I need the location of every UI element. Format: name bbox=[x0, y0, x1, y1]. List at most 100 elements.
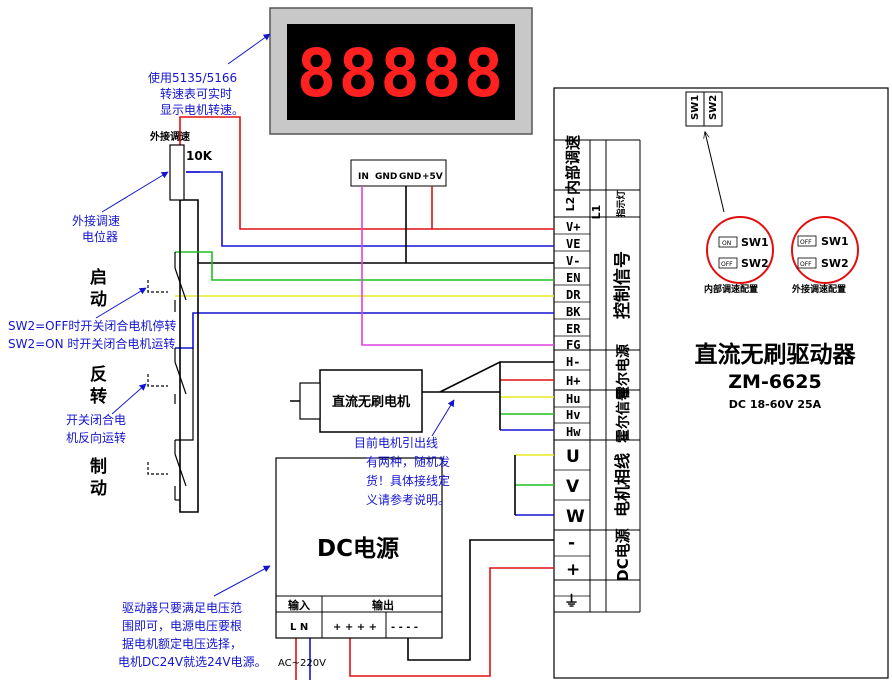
note-sw-line-2: SW2=ON 时开关闭合电机运转 bbox=[8, 336, 175, 351]
potentiometer: 外接调速 10K bbox=[149, 130, 213, 201]
note-reverse: 开关闭合电 机反向运转 bbox=[66, 383, 147, 445]
switch-start-label-1: 启 bbox=[90, 267, 107, 288]
switch-start bbox=[147, 252, 187, 312]
note-potentiometer: 外接调速 电位器 bbox=[72, 171, 169, 244]
tachometer-display: 88888 bbox=[269, 7, 533, 135]
dc-label: DC电源 bbox=[614, 528, 632, 581]
terminal-hplus: H+ bbox=[566, 374, 580, 388]
note-sw2: SW2=OFF时开关闭合电机停转 SW2=ON 时开关闭合电机运转 bbox=[8, 287, 176, 351]
terminal-vminus: V- bbox=[566, 254, 580, 268]
note-rev-line-2: 机反向运转 bbox=[66, 430, 126, 445]
terminal-hv: Hv bbox=[566, 408, 580, 422]
note-power-line-2: 围即可，电源电压要根 bbox=[122, 619, 242, 633]
terminal-hminus: H- bbox=[566, 355, 580, 369]
terminal-bk: BK bbox=[566, 305, 581, 319]
switch-reverse-label-2: 转 bbox=[90, 386, 107, 407]
phase-label: 电机相线 bbox=[613, 453, 632, 517]
indicator-lamp-label: 指示灯 bbox=[615, 190, 627, 217]
terminal-hu: Hu bbox=[566, 392, 580, 406]
pot-label: 外接调速 bbox=[149, 130, 190, 143]
external-sw1-state: OFF bbox=[800, 239, 812, 246]
internal-sw2-label: SW2 bbox=[741, 257, 769, 270]
terminal-u: U bbox=[566, 447, 580, 467]
note-tach-line-1: 使用5135/5166 bbox=[148, 70, 237, 85]
note-tach-line-2: 转速表可实时 bbox=[160, 86, 232, 101]
tach-term-gnd2: GND bbox=[399, 172, 421, 182]
note-power-line-1: 驱动器只要满足电压范 bbox=[122, 601, 242, 615]
terminal-er: ER bbox=[566, 322, 581, 336]
terminal-hw: Hw bbox=[566, 425, 581, 439]
switch-brake-label-1: 制 bbox=[90, 456, 107, 477]
note-motor-line-3: 货！具体接线定 bbox=[366, 473, 450, 488]
note-motor-line-1: 目前电机引出线 bbox=[354, 435, 438, 450]
terminal-labels: V+ VE V- EN DR BK ER FG H- H+ Hu Hv Hw U… bbox=[564, 220, 585, 610]
hall-power-label: 霍尔电源 bbox=[615, 344, 632, 400]
psu-ln-label: L N bbox=[290, 622, 308, 633]
motor-label: 直流无刷电机 bbox=[332, 394, 410, 410]
internal-speed-config: ON OFF SW1 SW2 内部调速配置 bbox=[704, 216, 774, 295]
internal-sw1-label: SW1 bbox=[741, 236, 769, 249]
note-pot-line-2: 电位器 bbox=[82, 229, 118, 244]
switch-brake bbox=[147, 348, 194, 501]
psu-plus-label: + + + + bbox=[333, 622, 377, 633]
tach-terminal-block: IN GND GND +5V bbox=[350, 159, 447, 187]
bldc-motor: 直流无刷电机 bbox=[290, 369, 440, 433]
internal-sw1-state: ON bbox=[722, 240, 731, 247]
note-rev-line-1: 开关闭合电 bbox=[66, 412, 126, 427]
psu-output-label: 输出 bbox=[372, 598, 394, 612]
note-power-line-4: 电机DC24V就选24V电源。 bbox=[118, 655, 267, 669]
switch-reverse-label-1: 反 bbox=[90, 365, 107, 385]
tach-term-5v: +5V bbox=[422, 172, 443, 182]
pot-value: 10K bbox=[186, 149, 213, 163]
wires bbox=[175, 116, 554, 680]
dc-power-supply: DC电源 输入 输出 L N + + + + - - - - AC~220V bbox=[275, 457, 443, 669]
note-power: 驱动器只要满足电压范 围即可，电源电压要根 据电机额定电压选择， 电机DC24V… bbox=[118, 565, 271, 669]
note-tachometer: 使用5135/5166 转速表可实时 显示电机转速。 bbox=[148, 33, 271, 117]
note-motor-lines: 目前电机引出线 有两种，随机发 货！具体接线定 义请参考说明。 bbox=[354, 399, 455, 507]
dip-top-sw2: SW2 bbox=[708, 95, 719, 120]
terminal-ground: ⏚ bbox=[564, 592, 579, 610]
psu-minus-label: - - - - bbox=[391, 622, 418, 633]
terminal-ve: VE bbox=[566, 237, 580, 251]
terminal-dc-plus: + bbox=[566, 560, 580, 580]
tach-term-in: IN bbox=[358, 172, 369, 182]
terminal-w: W bbox=[566, 507, 585, 527]
driver-group-labels: 内部调速 L2 L1 指示灯 控制信号 霍尔电源 霍尔信号 电机相线 DC电源 bbox=[564, 135, 633, 582]
control-signal-label: 控制信号 bbox=[612, 251, 633, 319]
note-pot-line-1: 外接调速 bbox=[72, 213, 120, 228]
psu-input-label: 输入 bbox=[288, 598, 310, 612]
terminal-v: V bbox=[566, 477, 580, 497]
switch-start-label-2: 动 bbox=[90, 290, 107, 310]
display-digits: 88888 bbox=[297, 35, 506, 112]
psu-title: DC电源 bbox=[317, 536, 399, 562]
terminal-vplus: V+ bbox=[566, 220, 580, 234]
dip-top-sw1: SW1 bbox=[690, 95, 701, 120]
switch-reverse bbox=[147, 348, 187, 404]
note-tach-line-3: 显示电机转速。 bbox=[160, 102, 244, 117]
note-motor-line-4: 义请参考说明。 bbox=[366, 492, 450, 507]
external-sw1-label: SW1 bbox=[821, 235, 849, 248]
indicator-l1: L1 bbox=[590, 205, 603, 220]
external-config-label: 外接调速配置 bbox=[791, 283, 846, 295]
external-speed-config: OFF OFF SW1 SW2 外接调速配置 bbox=[791, 216, 859, 295]
terminal-dr: DR bbox=[566, 288, 581, 302]
internal-sw2-state: OFF bbox=[721, 261, 733, 268]
note-power-line-3: 据电机额定电压选择， bbox=[122, 636, 242, 651]
switch-brake-label-2: 动 bbox=[90, 479, 107, 499]
psu-ac-label: AC~220V bbox=[278, 658, 326, 669]
note-sw-line-1: SW2=OFF时开关闭合电机停转 bbox=[8, 318, 176, 333]
external-sw2-label: SW2 bbox=[821, 257, 849, 270]
tach-term-gnd1: GND bbox=[375, 172, 397, 182]
driver-title: 直流无刷驱动器 bbox=[695, 341, 857, 368]
indicator-l2: L2 bbox=[564, 197, 577, 212]
driver-body bbox=[553, 87, 889, 679]
driver-model: ZM-6625 bbox=[728, 371, 821, 393]
terminal-dc-minus: - bbox=[568, 533, 575, 553]
internal-speed-label: 内部调速 bbox=[564, 135, 582, 195]
terminal-fg: FG bbox=[566, 338, 580, 352]
external-sw2-state: OFF bbox=[800, 261, 812, 268]
terminal-en: EN bbox=[566, 271, 580, 285]
hall-signal-label: 霍尔信号 bbox=[615, 387, 632, 443]
driver-rating: DC 18-60V 25A bbox=[729, 398, 822, 411]
